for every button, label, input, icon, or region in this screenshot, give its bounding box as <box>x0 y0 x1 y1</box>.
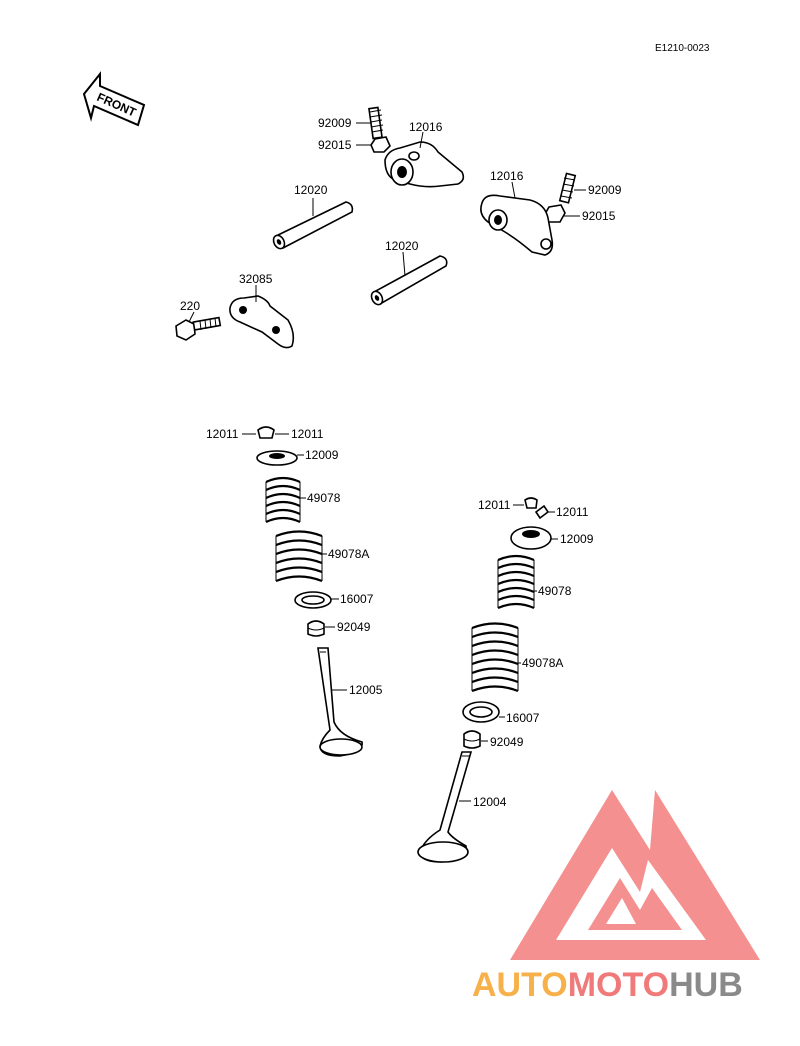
label-outer-spring-r: 49078A <box>522 656 563 670</box>
retainer-right <box>510 526 552 550</box>
adjuster-screw-b <box>558 172 577 204</box>
label-seat-l: 16007 <box>340 592 374 606</box>
label-keeper-r2: 12011 <box>556 505 589 519</box>
watermark-logo-icon <box>510 790 760 960</box>
valve-right <box>417 751 473 863</box>
plate <box>229 295 295 349</box>
label-locknut-b: 92015 <box>582 209 616 223</box>
label-adjuster-screw-a: 92009 <box>318 116 352 130</box>
label-inner-spring-l: 49078 <box>307 491 341 505</box>
label-plate: 32085 <box>239 272 273 286</box>
label-locknut-a: 92015 <box>318 138 352 152</box>
inner-spring-right <box>497 554 535 610</box>
keeper-left <box>257 426 275 439</box>
label-shaft-b: 12020 <box>385 239 419 253</box>
bolt <box>175 316 222 341</box>
seat-left <box>294 591 332 609</box>
label-adjuster-screw-b: 92009 <box>588 183 622 197</box>
label-valve-l: 12005 <box>349 683 383 697</box>
seat-right <box>462 701 500 723</box>
shaft-b <box>370 255 448 306</box>
label-inner-spring-r: 49078 <box>538 584 572 598</box>
shaft-a <box>272 201 354 250</box>
valve-left <box>317 647 363 757</box>
label-keeper-l2: 12011 <box>291 427 324 441</box>
inner-spring-left <box>265 476 301 524</box>
retainer-left <box>256 450 298 466</box>
locknut-a <box>370 136 391 153</box>
outer-spring-left <box>275 530 323 583</box>
label-shaft-a: 12020 <box>294 183 328 197</box>
label-keeper-l1: 12011 <box>206 427 239 441</box>
adjuster-screw-a <box>368 106 384 140</box>
label-seal-l: 92049 <box>337 620 371 634</box>
label-bolt: 220 <box>180 299 200 313</box>
watermark-text: AUTOMOTOHUB <box>472 966 743 1004</box>
front-arrow-icon: FRONT <box>82 71 146 127</box>
label-seal-r: 92049 <box>490 735 524 749</box>
label-valve-r: 12004 <box>473 795 507 809</box>
label-retainer-l: 12009 <box>305 448 339 462</box>
label-rocker-arm-b: 12016 <box>490 169 524 183</box>
label-outer-spring-l: 49078A <box>328 547 369 561</box>
label-seat-r: 16007 <box>506 711 540 725</box>
label-retainer-r: 12009 <box>560 532 594 546</box>
seal-right <box>463 730 481 749</box>
keeper-right <box>524 497 550 520</box>
diagram-code: E1210-0023 <box>655 43 710 54</box>
outer-spring-right <box>471 622 519 693</box>
watermark-hub: HUB <box>669 966 743 1004</box>
watermark-auto: AUTO <box>472 966 568 1004</box>
label-keeper-r1: 12011 <box>478 498 511 512</box>
rocker-arm-a <box>384 141 465 188</box>
seal-left <box>307 620 325 637</box>
watermark-moto: MOTO <box>568 966 669 1004</box>
label-rocker-arm-a: 12016 <box>409 120 443 134</box>
rocker-arm-b <box>480 194 554 256</box>
